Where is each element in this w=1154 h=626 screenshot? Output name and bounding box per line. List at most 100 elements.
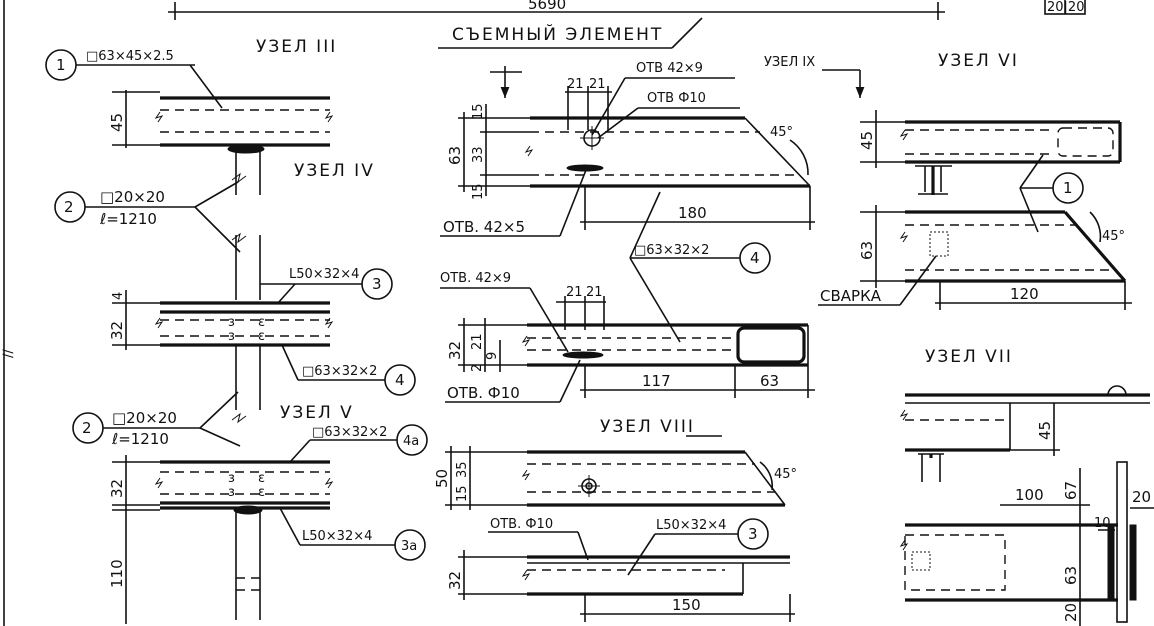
node-8-angle-callout: L50×32×4 3	[627, 518, 769, 576]
svg-text:4: 4	[111, 292, 126, 300]
svg-text:СВАРКА: СВАРКА	[820, 287, 882, 305]
svg-text:ОТВ. 42×9: ОТВ. 42×9	[440, 271, 511, 286]
svg-text:21: 21	[470, 333, 485, 350]
svg-text:21: 21	[589, 77, 606, 92]
svg-text:67: 67	[1062, 481, 1080, 500]
node-6-weld-callout: СВАРКА	[818, 255, 937, 306]
svg-text:ОТВ Ф10: ОТВ Ф10	[647, 91, 706, 106]
svg-text:□63×32×2: □63×32×2	[312, 425, 387, 440]
svg-text:45: 45	[1036, 421, 1054, 440]
svg-text:15: 15	[471, 183, 486, 200]
svg-text:ОТВ 42×9: ОТВ 42×9	[636, 61, 703, 76]
svg-text:□20×20: □20×20	[100, 188, 165, 206]
node-9-part: 45°	[524, 116, 811, 188]
svg-text:10: 10	[1094, 516, 1111, 531]
svg-text:45°: 45°	[1102, 229, 1125, 244]
svg-text:ɛ: ɛ	[258, 471, 265, 486]
lower-view-hole-top: ОТВ. 42×9 21 21	[440, 271, 606, 353]
svg-text:L50×32×4: L50×32×4	[656, 518, 726, 533]
svg-text:20: 20	[1062, 603, 1080, 622]
node-9-dims-left: 63 15 33 15	[446, 103, 530, 200]
corner-dimension: 20|20	[1044, 0, 1086, 15]
overall-dimension: 5690	[168, 0, 945, 20]
node-7-side-view: 100 67 10 20 63 20	[899, 461, 1154, 626]
svg-text:21: 21	[567, 77, 584, 92]
node-5-tube-callout: □63×32×2 4а	[289, 424, 428, 463]
node-9-title: УЗЕЛ IX	[764, 55, 815, 70]
svg-text:4: 4	[395, 371, 405, 389]
lower-view-dims-bottom: 117 63	[580, 365, 815, 398]
overall-dim-value: 5690	[528, 0, 566, 13]
svg-text:21: 21	[586, 285, 603, 300]
svg-text:50: 50	[433, 469, 451, 488]
node-4-tube: ɜ ɜ ɛ ɛ 32 4	[108, 290, 334, 350]
vertical-bar	[231, 150, 261, 620]
svg-text:ɛ: ɛ	[258, 485, 265, 500]
node-8-dim-150: 150	[580, 594, 795, 622]
node-8-title: УЗЕЛ VIII	[600, 417, 695, 437]
svg-text:ɛ: ɛ	[258, 315, 265, 330]
node-3-tube: 45	[108, 90, 334, 148]
svg-text:ℓ=1210: ℓ=1210	[111, 430, 169, 448]
svg-text:ɜ: ɜ	[228, 485, 235, 500]
lower-view-dims-left: 32 21 9 2	[446, 318, 527, 372]
node-6-dim-120: 120	[935, 281, 1132, 310]
svg-text:ОТВ. Ф10: ОТВ. Ф10	[490, 517, 553, 532]
svg-text:□63×32×2: □63×32×2	[634, 243, 709, 258]
svg-text:180: 180	[678, 204, 707, 222]
node-8-dims-left: 50 35 15	[433, 446, 527, 510]
node-9-hole-bottom: ОТВ. 42×5	[440, 169, 587, 237]
svg-text:45: 45	[858, 131, 876, 150]
node-5-dim-110: 110	[108, 509, 160, 624]
node-8-hole-callout: ОТВ. Ф10	[488, 517, 589, 561]
node-8-angle-profile: 32	[446, 550, 790, 600]
svg-text:□63×32×2: □63×32×2	[302, 364, 377, 379]
svg-text:2: 2	[82, 419, 92, 437]
margin-mark: ∕∕	[1, 349, 16, 358]
svg-text:20|20: 20|20	[1047, 0, 1084, 15]
node-6-top-view: 45	[858, 110, 1122, 195]
callout-2-lower: 2 □20×20 ℓ=1210	[72, 391, 241, 448]
node-9-header: УЗЕЛ IX	[764, 55, 865, 98]
svg-text:21: 21	[566, 285, 583, 300]
svg-text:ОТВ. 42×5: ОТВ. 42×5	[443, 218, 525, 236]
svg-text:33: 33	[471, 146, 486, 163]
node-9-hole-callouts: ОТВ 42×9 ОТВ Ф10 21 21	[565, 61, 740, 139]
svg-text:63: 63	[446, 146, 464, 165]
callout-2-upper: 2 □20×20 ℓ=1210	[54, 181, 241, 253]
svg-text:□20×20: □20×20	[112, 409, 177, 427]
svg-text:45°: 45°	[774, 467, 797, 482]
node-5-tube: ɜ ɜ ɛ ɛ 32	[108, 455, 334, 512]
svg-text:ɜ: ɜ	[228, 471, 235, 486]
weld-mark	[227, 144, 265, 154]
svg-text:ɜ: ɜ	[228, 315, 235, 330]
svg-text:ɛ: ɛ	[258, 329, 265, 344]
node-9-dim-180: 180	[580, 186, 815, 230]
svg-text:45: 45	[108, 113, 126, 132]
node-9-tube-callout: □63×32×2 4	[629, 191, 771, 343]
node-3-title: УЗЕЛ III	[256, 37, 337, 57]
weld-mark-lower	[233, 505, 263, 515]
svg-text:3а: 3а	[401, 539, 417, 554]
svg-text:32: 32	[446, 571, 464, 590]
svg-text:1: 1	[56, 56, 66, 74]
svg-text:СЪЕМНЫЙ ЭЛЕМЕНТ: СЪЕМНЫЙ ЭЛЕМЕНТ	[452, 23, 663, 45]
svg-text:120: 120	[1010, 285, 1039, 303]
svg-text:L50×32×4: L50×32×4	[289, 267, 359, 282]
svg-text:32: 32	[108, 479, 126, 498]
node-5-title: УЗЕЛ V	[280, 403, 354, 423]
svg-text:ɜ: ɜ	[228, 329, 235, 344]
svg-text:63: 63	[1062, 566, 1080, 585]
svg-text:110: 110	[108, 559, 126, 588]
svg-text:150: 150	[672, 596, 701, 614]
lower-view-hole-bottom: ОТВ. Ф10	[445, 359, 581, 403]
svg-text:15: 15	[471, 103, 486, 120]
section-arrow-left	[490, 66, 522, 98]
svg-text:117: 117	[642, 372, 671, 390]
svg-text:4а: 4а	[403, 434, 419, 449]
svg-text:4: 4	[750, 249, 760, 267]
svg-text:3: 3	[372, 275, 382, 293]
node-4-tube-callout: □63×32×2 4	[281, 344, 416, 396]
callout-1-profile: □63×45×2.5	[86, 49, 174, 64]
